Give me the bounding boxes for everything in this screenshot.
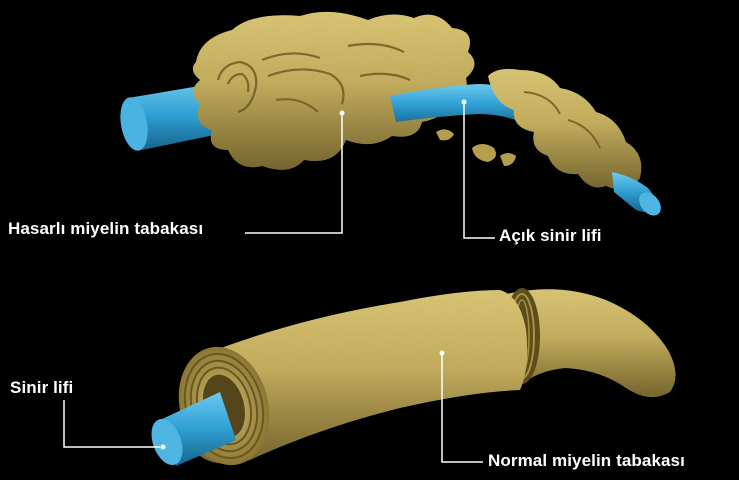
damaged-myelin-fragment (488, 69, 641, 190)
normal-myelin-label: Normal miyelin tabakası (488, 451, 685, 471)
leader-exposed-fiber (464, 104, 495, 238)
normal-nerve-group (146, 288, 676, 475)
myelin-debris (436, 129, 516, 166)
exposed-fiber-label: Açık sinir lifi (499, 226, 602, 246)
nerve-fiber-label: Sinir lifi (10, 378, 73, 398)
leader-nerve-fiber (64, 400, 160, 447)
damaged-nerve-group (117, 12, 666, 220)
damaged-myelin-label: Hasarlı miyelin tabakası (8, 219, 203, 239)
